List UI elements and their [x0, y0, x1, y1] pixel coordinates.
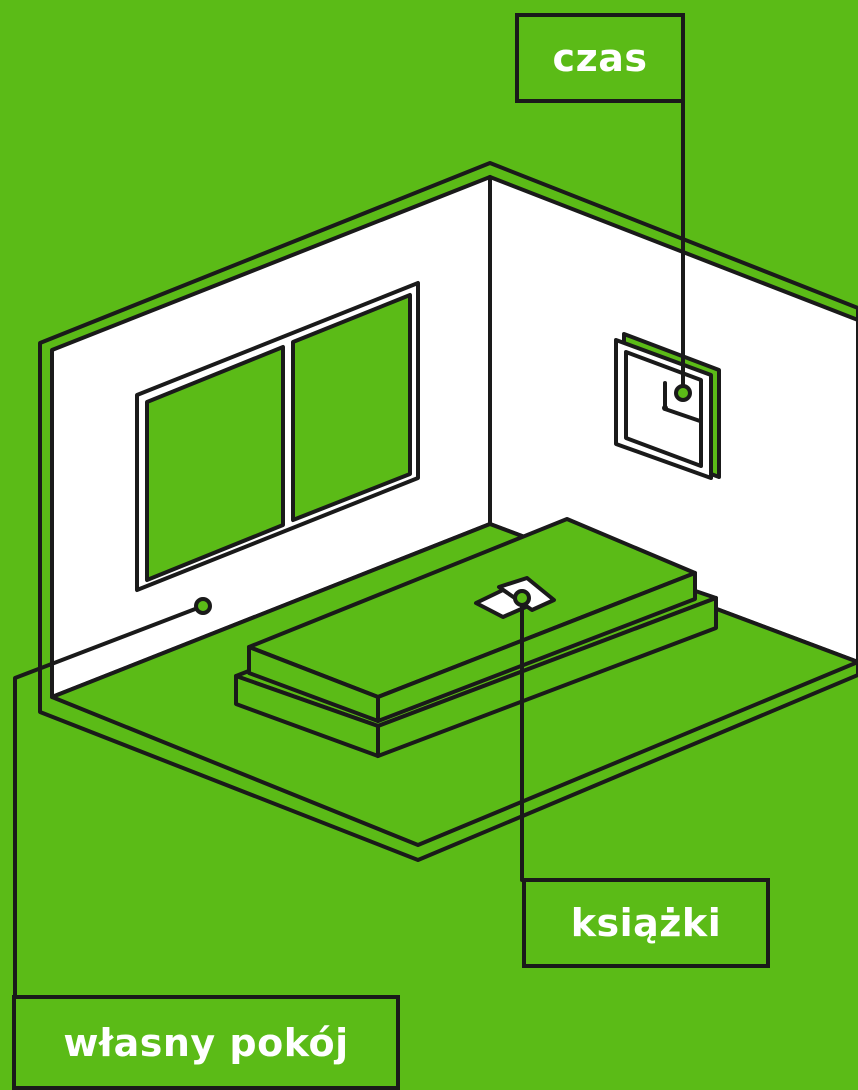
window	[135, 281, 420, 592]
label-ksiazki-text: książki	[570, 901, 722, 945]
label-wlasny-pokoj-text: własny pokój	[63, 1020, 349, 1065]
label-czas: czas	[515, 13, 685, 103]
label-czas-text: czas	[552, 36, 648, 80]
bed-base-right	[376, 596, 718, 758]
leader-line-pokoj	[13, 604, 205, 999]
marker-dot-czas	[674, 384, 692, 402]
label-ksiazki: książki	[522, 878, 770, 968]
mattress-right	[376, 571, 697, 723]
window-right-pane	[291, 293, 412, 522]
bed	[234, 517, 718, 758]
marker-dot-ksiazki	[513, 589, 531, 607]
window-left-pane	[145, 345, 285, 582]
clock-icon	[614, 332, 721, 480]
marker-dot-pokoj	[194, 597, 212, 615]
label-wlasny-pokoj: własny pokój	[12, 995, 400, 1090]
